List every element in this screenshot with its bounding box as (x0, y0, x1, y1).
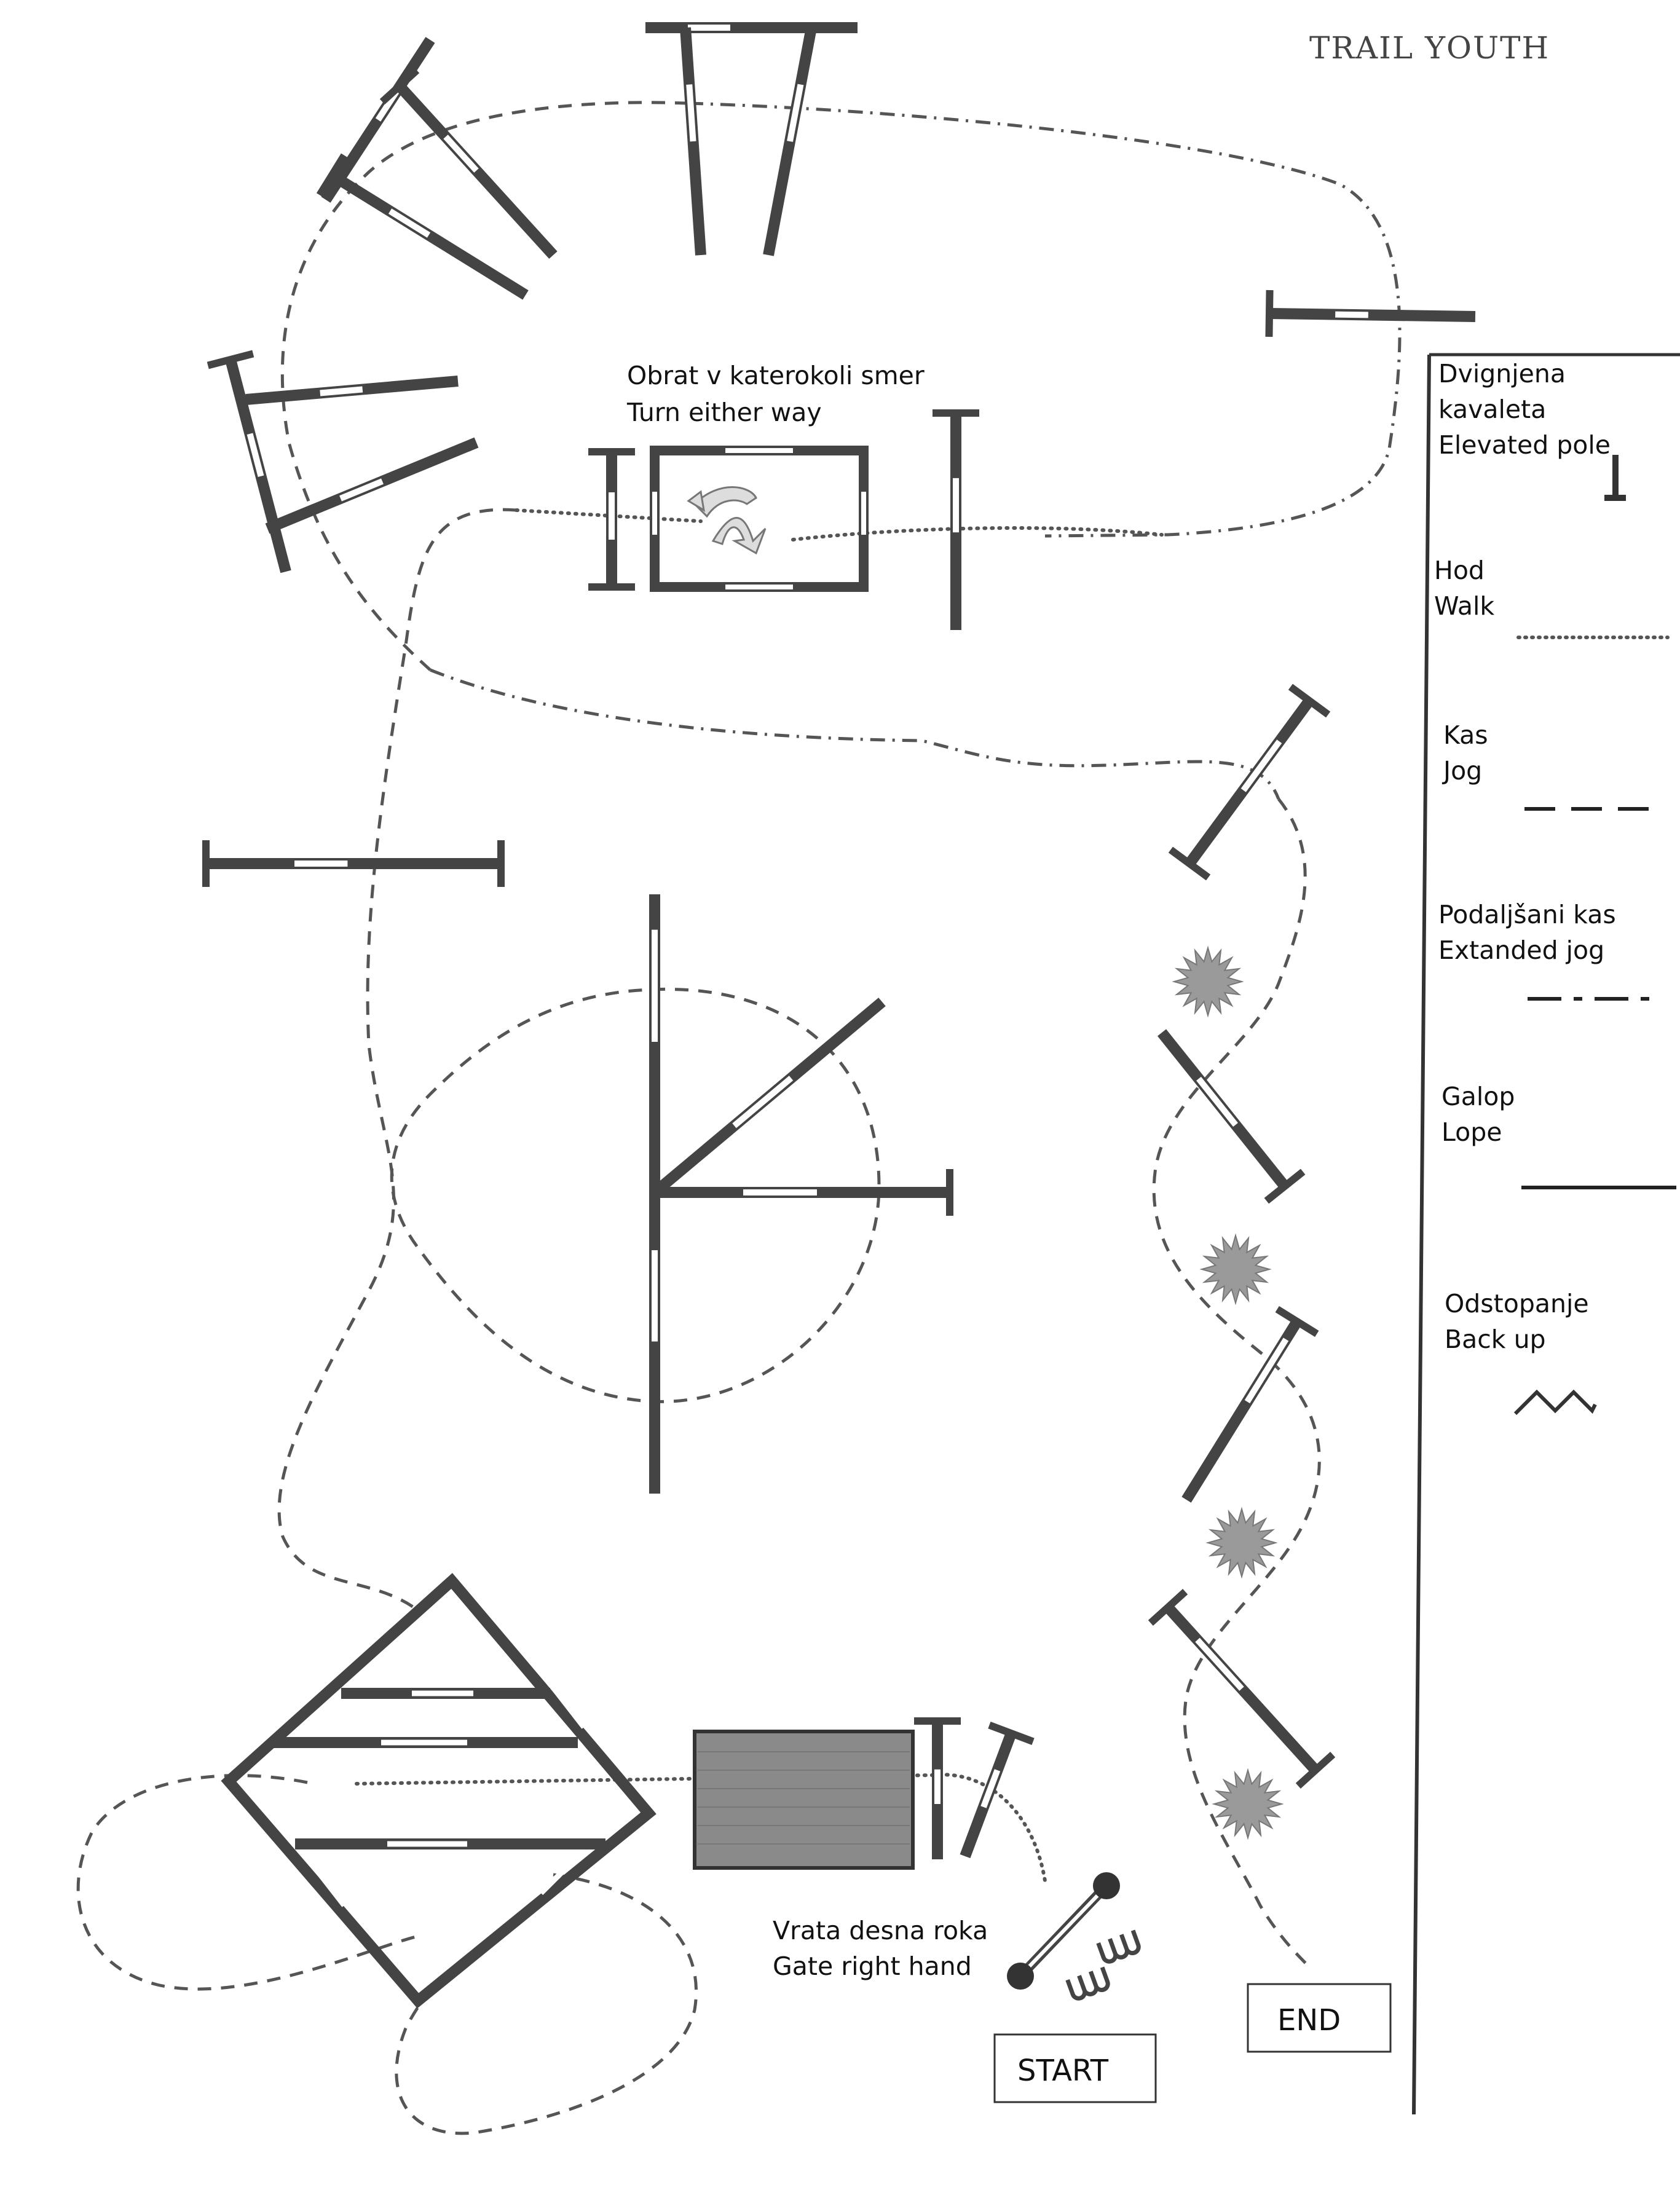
diamond-poles (221, 1573, 657, 2009)
fan-pole-4 (680, 27, 706, 256)
fan-pole-3 (316, 153, 529, 300)
backup-zigzag-icon (1513, 1389, 1597, 1416)
bush-group (1172, 945, 1284, 1840)
gate-label-sl: Vrata desna roka (773, 1916, 988, 1945)
legend-elevated-sl: Dvignjena (1438, 359, 1566, 388)
serp-pole-4 (1148, 1589, 1336, 1789)
legend-ext-jog-sl: Podaljšani kas (1438, 900, 1616, 929)
elevated-pole-icon (1604, 455, 1626, 501)
pole-group (202, 22, 1476, 1859)
legend-jog-en: Jog (1441, 756, 1482, 786)
bush-1 (1172, 945, 1244, 1018)
legend-lope-sl: Galop (1441, 1082, 1515, 1111)
end-box (1247, 1983, 1392, 2053)
turn-label-en: Turn either way (626, 398, 822, 427)
jog-path-bottom-oval (395, 1873, 698, 2135)
walk-path-bridge (355, 1773, 1047, 1883)
bridge-texture (698, 1751, 910, 1845)
course-title: TRAIL YOUTH (1309, 30, 1550, 66)
bush-2 (1199, 1233, 1272, 1306)
turn-box-markers (652, 448, 866, 589)
jog-path-serpentine (1152, 798, 1321, 1968)
left-pole-1 (207, 350, 291, 573)
bridge (693, 1730, 915, 1870)
serp-pole-2 (1157, 1029, 1306, 1204)
spoke-pole-diagonal (651, 998, 886, 1197)
start-box (993, 2033, 1157, 2103)
box-pole-right (933, 409, 979, 630)
bush-3 (1205, 1507, 1278, 1579)
end-label: END (1277, 2003, 1341, 2038)
legend-elevated-sl2: kavaleta (1438, 395, 1546, 424)
bridge-exit-pole-1 (914, 1717, 961, 1859)
legend-divider-left (1412, 354, 1431, 2115)
turn-arrows-icon (687, 486, 767, 555)
left-pole-3 (265, 437, 479, 534)
fan-pole-2 (379, 67, 558, 259)
jog-path-top-arc (280, 101, 689, 671)
gate (1007, 1872, 1141, 2001)
serp-pole-3 (1181, 1306, 1319, 1503)
jog-path-bottom-left-loop (76, 1774, 419, 1991)
legend-backup-en: Back up (1445, 1325, 1546, 1354)
extended-jog-path-top (688, 101, 1402, 538)
legend-walk-sl: Hod (1434, 556, 1485, 585)
turn-label-sl: Obrat v katerokoli smer (627, 361, 925, 390)
jog-path-circle (390, 987, 881, 1403)
left-horizontal-pole (202, 840, 505, 887)
legend-ext-jog-en: Extanded jog (1438, 935, 1604, 965)
elevated-pole-right (1265, 290, 1476, 337)
gate-label-en: Gate right hand (773, 1952, 972, 1981)
legend-backup-sl: Odstopanje (1445, 1289, 1589, 1318)
walk-path-box (515, 508, 1164, 542)
left-pole-2 (245, 376, 459, 405)
fan-pole-5 (763, 26, 817, 256)
legend-lope-en: Lope (1441, 1117, 1502, 1147)
jog-path-left-side (277, 508, 517, 1612)
box-pole-left (588, 448, 635, 591)
legend-jog-sl: Kas (1443, 720, 1488, 750)
extended-jog-path-mid (430, 668, 1280, 800)
legend-walk-en: Walk (1434, 591, 1494, 621)
serp-pole-1 (1168, 683, 1331, 881)
bush-4 (1212, 1768, 1284, 1840)
legend-elevated-en: Elevated pole (1438, 430, 1611, 460)
spoke-pole-horizontal (655, 1169, 953, 1216)
bridge-exit-pole-2 (960, 1722, 1035, 1859)
start-label: START (1017, 2054, 1109, 2088)
